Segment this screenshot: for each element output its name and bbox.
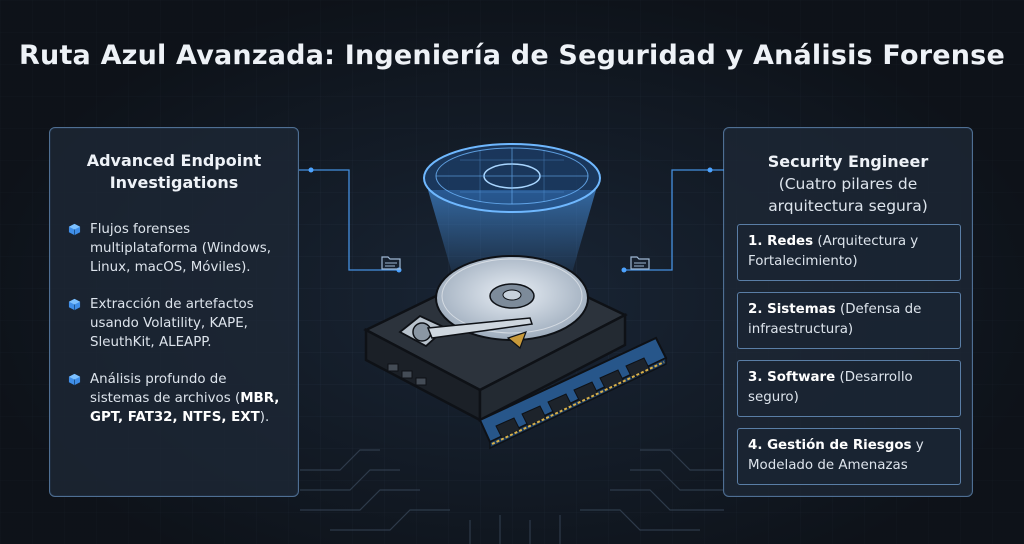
pillar-description: y Modelado de Amenazas [748,438,924,473]
cube-bullet-icon [68,298,81,311]
cube-bullet-icon [68,373,81,386]
pillar-label: 2. Sistemas [748,302,836,317]
list-item: Flujos forenses multiplataforma (Windows… [68,220,288,277]
folder-icon [630,256,650,270]
cube-bullet-icon [68,223,81,236]
pillar-label: 3. Software [748,370,836,385]
right-connector [621,167,724,273]
pillar-label: 1. Redes [748,234,814,249]
list-item: Análisis profundo de sistemas de archivo… [68,370,288,427]
pillar-riesgos: 4. Gestión de Riesgos y Modelado de Amen… [737,428,961,485]
pillar-description: (Arquitectura y Fortalecimiento) [748,234,919,269]
bullet-text-end: ). [259,410,270,425]
right-panel: Security Engineer (Cuatro pilares de arq… [723,127,973,497]
right-panel-heading: Security Engineer (Cuatro pilares de arq… [732,150,964,217]
folder-icon [381,256,401,270]
right-panel-subtitle: (Cuatro pilares de arquitectura segura) [768,175,928,215]
pillar-software: 3. Software (Desarrollo seguro) [737,360,961,417]
ram-module-illustration [478,336,668,450]
pillar-redes: 1. Redes (Arquitectura y Fortalecimiento… [737,224,961,281]
holographic-scanner-illustration [423,143,601,280]
left-panel: Advanced Endpoint Investigations Flujos … [49,127,299,497]
pillar-description: (Defensa de infraestructura) [748,302,922,337]
page-title: Ruta Azul Avanzada: Ingeniería de Seguri… [19,40,1005,71]
bullet-text: Extracción de artefactos usando Volatili… [90,297,254,350]
hard-drive-illustration [363,143,668,450]
bullet-text: Análisis profundo de sistemas de archivo… [90,372,241,406]
pillar-sistemas: 2. Sistemas (Defensa de infraestructura) [737,292,961,349]
list-item: Extracción de artefactos usando Volatili… [68,295,288,352]
bullet-bold-text: MBR, GPT, FAT32, NTFS, EXT [90,391,280,425]
pillar-description: (Desarrollo seguro) [748,370,913,405]
left-panel-title: Advanced Endpoint Investigations [86,151,262,192]
left-bullet-list: Flujos forenses multiplataforma (Windows… [68,220,288,445]
bullet-text: Flujos forenses multiplataforma (Windows… [90,222,272,275]
right-panel-title: Security Engineer [767,152,929,171]
pillar-label: 4. Gestión de Riesgos [748,438,912,453]
